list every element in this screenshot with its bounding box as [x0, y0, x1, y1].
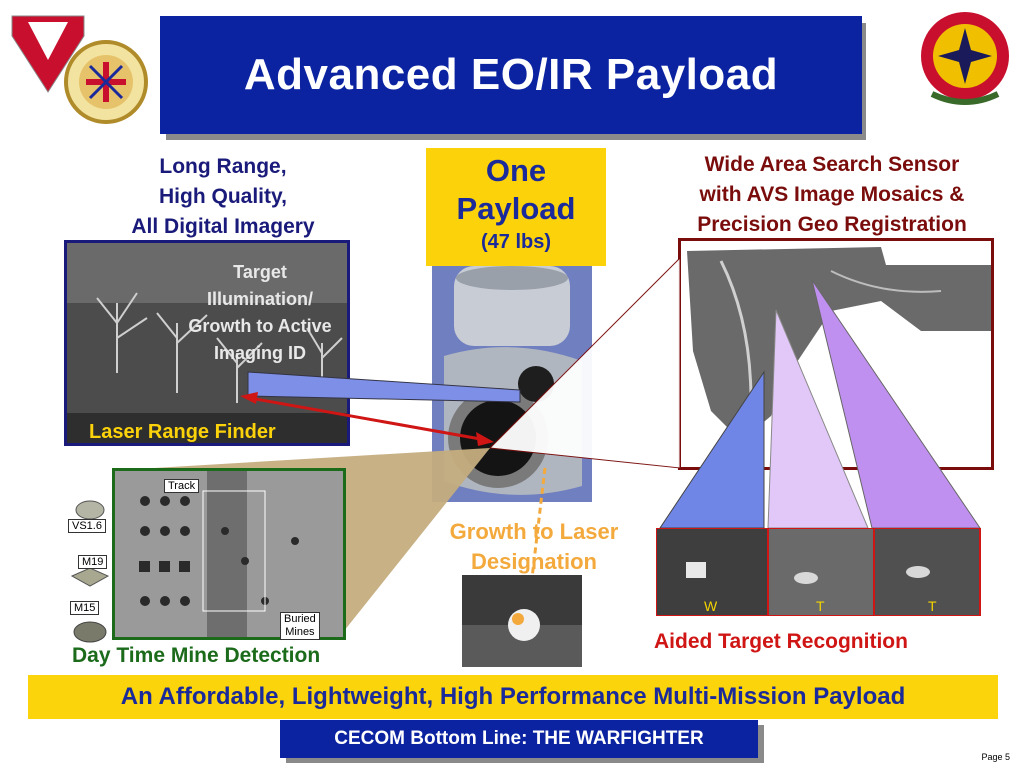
atr-label-2: T [816, 598, 825, 614]
cecom-bottom-line-text: CECOM Bottom Line: THE WARFIGHTER [334, 728, 704, 749]
slide-title: Advanced EO/IR Payload [243, 50, 779, 99]
payload-line-1: One [485, 153, 547, 188]
vs16-label: VS1.6 [68, 519, 106, 533]
signal-corps-emblem [921, 12, 1009, 105]
atr-image-strip: W T T [655, 527, 982, 617]
mine-detection-image [112, 468, 346, 640]
right-heading-line-1: Wide Area Search Sensor [704, 153, 960, 176]
laser-range-finder-caption: Laser Range Finder [89, 421, 276, 443]
thermal-overlay-text: Target Illumination/ Growth to Active Im… [188, 262, 332, 363]
right-heading-line-3: Precision Geo Registration [697, 213, 967, 236]
bottom-banner: An Affordable, Lightweight, High Perform… [28, 675, 998, 719]
buried-mines-label: Buried Mines [280, 612, 320, 640]
wide-area-mosaic [678, 238, 994, 470]
right-heading: Wide Area Search Sensor with AVS Image M… [662, 150, 1002, 240]
cecom-bottom-line: CECOM Bottom Line: THE WARFIGHTER [280, 720, 758, 758]
m15-label: M15 [70, 601, 100, 615]
left-heading-line-3: All Digital Imagery [131, 215, 315, 238]
m19-label: M19 [78, 555, 108, 569]
army-logo [11, 15, 148, 124]
left-heading-line-2: High Quality, [159, 185, 287, 208]
right-heading-line-2: with AVS Image Mosaics & [699, 183, 965, 206]
left-heading-line-1: Long Range, [159, 155, 287, 178]
laser-designation-photo [462, 575, 582, 667]
left-heading: Long Range, High Quality, All Digital Im… [88, 152, 358, 242]
atr-label-1: W [704, 598, 718, 614]
mine-grid [115, 471, 343, 637]
payload-line-2: Payload [456, 191, 576, 226]
bottom-banner-text: An Affordable, Lightweight, High Perform… [120, 683, 906, 710]
laser-designation-text: Growth to Laser Designation [449, 519, 619, 574]
title-banner: Advanced EO/IR Payload [160, 16, 862, 134]
payload-gimbal-photo [432, 266, 592, 502]
mine-detection-caption: Day Time Mine Detection [72, 644, 321, 667]
atr-frames [655, 527, 981, 617]
mosaic-terrain [687, 247, 991, 441]
page-number: Page 5 [981, 752, 1010, 762]
payload-box: One Payload (47 lbs) [426, 148, 606, 266]
atr-label-3: T [928, 598, 937, 614]
mine-icons [70, 500, 110, 643]
payload-weight: (47 lbs) [480, 231, 552, 253]
thermal-image: Target Illumination/ Growth to Active Im… [64, 240, 350, 446]
track-label: Track [164, 479, 200, 493]
atr-caption: Aided Target Recognition [654, 630, 908, 653]
